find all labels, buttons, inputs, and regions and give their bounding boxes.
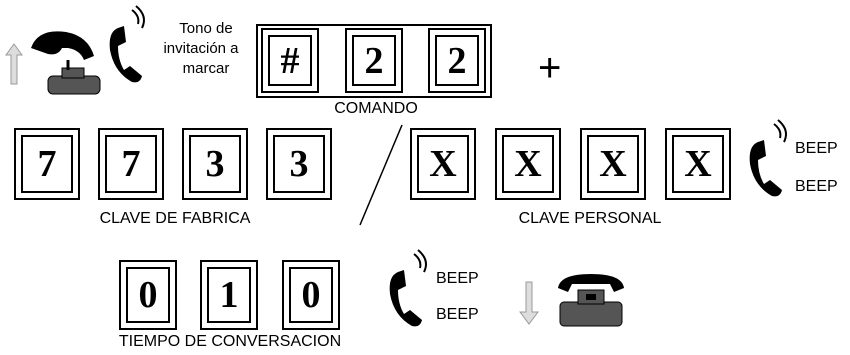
command-bracket — [256, 24, 492, 98]
separator-slash — [359, 124, 403, 226]
time-key-1-label: 0 — [126, 267, 170, 323]
personal-beep-2: BEEP — [795, 178, 838, 195]
command-key-3-label: 2 — [435, 35, 479, 86]
command-key-2-label: 2 — [352, 35, 396, 86]
personal-beep-1: BEEP — [795, 140, 838, 157]
factory-key-2-label: 7 — [105, 135, 157, 193]
personal-key-1-label: X — [417, 135, 469, 193]
personal-key-3-label: X — [587, 135, 639, 193]
personal-key-4: X — [665, 128, 731, 200]
command-key-3: 2 — [428, 28, 486, 93]
personal-key-2-label: X — [502, 135, 554, 193]
handset-ringing-icon — [109, 5, 145, 83]
dial-tone-text-3: marcar — [182, 60, 230, 77]
dial-tone-text-1: Tono de — [179, 20, 233, 37]
factory-key-4: 3 — [266, 128, 332, 200]
arrow-up-icon — [5, 43, 23, 85]
personal-key-4-label: X — [672, 135, 724, 193]
personal-code-label: CLAVE PERSONAL — [518, 210, 662, 227]
talk-time-label: TIEMPO DE CONVERSACION — [118, 333, 342, 350]
plus-sign: + — [538, 46, 562, 90]
time-key-2-label: 1 — [207, 267, 251, 323]
phone-on-hook-icon — [558, 274, 624, 327]
factory-key-4-label: 3 — [273, 135, 325, 193]
phone-off-hook-icon — [31, 31, 101, 95]
factory-key-2: 7 — [98, 128, 164, 200]
factory-key-1: 7 — [14, 128, 80, 200]
time-key-1: 0 — [119, 260, 177, 330]
factory-key-3: 3 — [182, 128, 248, 200]
command-key-1-label: # — [268, 35, 312, 86]
handset-beep-icon-1 — [749, 119, 787, 197]
time-key-3-label: 0 — [289, 267, 333, 323]
command-key-2: 2 — [345, 28, 403, 93]
handset-beep-icon-2 — [389, 249, 427, 327]
command-key-1: # — [261, 28, 319, 93]
factory-key-1-label: 7 — [21, 135, 73, 193]
time-key-2: 1 — [200, 260, 258, 330]
dial-tone-text-2: invitación a — [163, 40, 239, 57]
personal-key-3: X — [580, 128, 646, 200]
command-label: COMANDO — [334, 100, 418, 117]
personal-key-1: X — [410, 128, 476, 200]
factory-code-label: CLAVE DE FABRICA — [99, 210, 251, 227]
factory-key-3-label: 3 — [189, 135, 241, 193]
time-beep-2: BEEP — [436, 306, 479, 323]
arrow-down-icon — [519, 281, 539, 325]
time-beep-1: BEEP — [436, 270, 479, 287]
personal-key-2: X — [495, 128, 561, 200]
time-key-3: 0 — [282, 260, 340, 330]
